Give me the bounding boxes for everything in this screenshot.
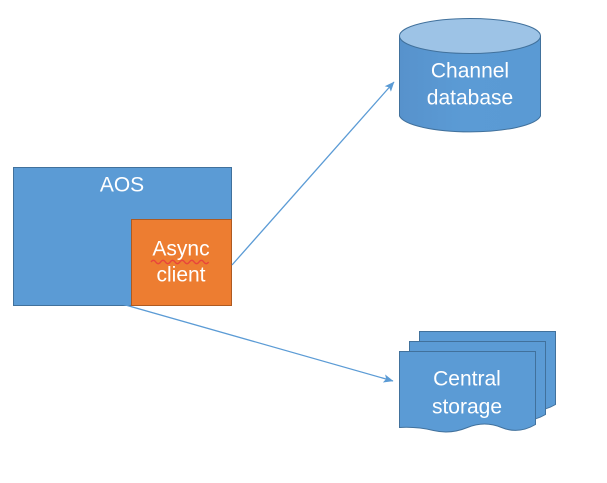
channel-database-cylinder-top bbox=[399, 18, 541, 54]
channel-database-label-line2: database bbox=[427, 87, 513, 110]
channel-database-node[interactable]: Channel database bbox=[399, 18, 541, 133]
central-storage-label-line2: storage bbox=[432, 396, 502, 419]
connector-aos-to-central-storage[interactable] bbox=[121, 303, 394, 383]
connector-async-client-to-channel-database[interactable] bbox=[231, 81, 395, 266]
channel-database-cylinder-body[interactable] bbox=[399, 35, 541, 133]
central-storage-node[interactable]: Central storage bbox=[399, 331, 556, 433]
spellcheck-underline-icon bbox=[150, 259, 210, 265]
async-client-box[interactable] bbox=[131, 219, 232, 306]
channel-database-label-line1: Channel bbox=[431, 60, 509, 83]
central-storage-label-line1: Central bbox=[433, 368, 501, 391]
central-storage-sheet-front[interactable] bbox=[399, 351, 536, 433]
async-client-label-line2: client bbox=[156, 264, 205, 287]
async-client-label-line1: Async bbox=[152, 238, 209, 261]
aos-label: AOS bbox=[100, 174, 144, 197]
async-client-node[interactable]: Async client bbox=[131, 219, 232, 306]
